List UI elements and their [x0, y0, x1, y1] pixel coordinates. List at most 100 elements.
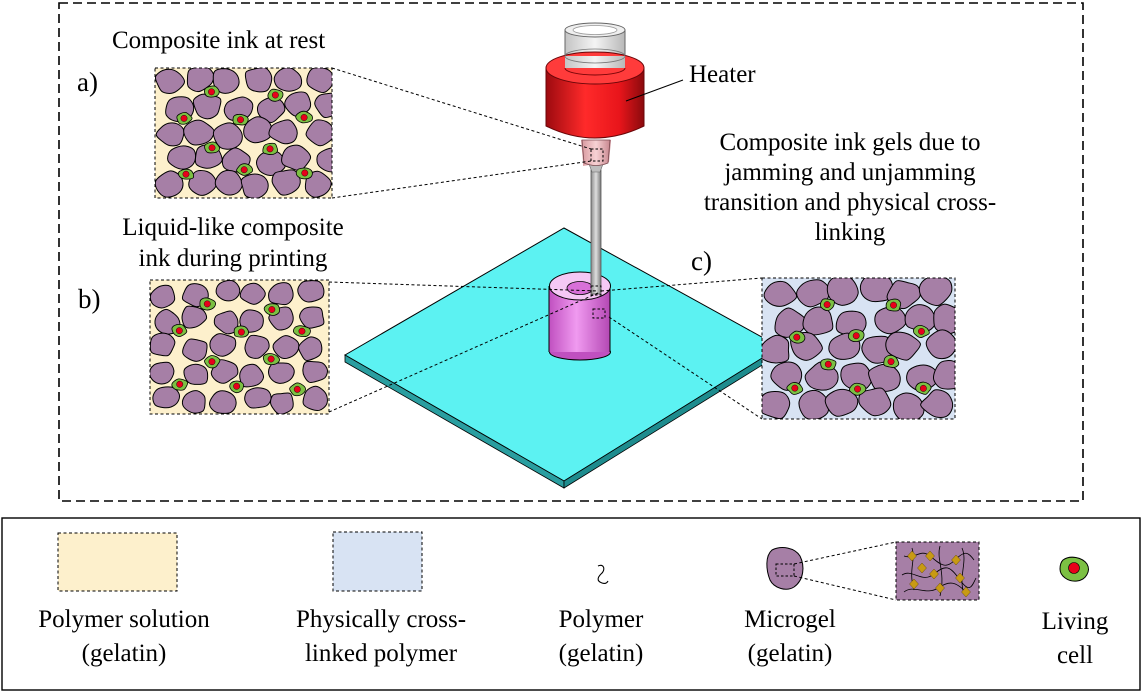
microgel-particle [885, 331, 921, 361]
microgel-particle [918, 278, 953, 307]
microgel-particle [243, 116, 273, 144]
legend-solution-swatch [57, 532, 178, 592]
legend-crosslinked-line1: Physically cross- [295, 606, 467, 633]
panel-b-title: Liquid-like composite ink during printin… [78, 212, 388, 274]
microgel-particle [150, 284, 176, 309]
legend-polymer-label: Polymer (gelatin) [536, 603, 666, 671]
legend-box [1, 517, 1141, 691]
microgel-particle [244, 387, 272, 409]
cell-nucleus [238, 328, 245, 336]
microgel-particle [763, 280, 798, 307]
crosslink-node [955, 572, 965, 584]
panel-a-title: Composite ink at rest [112, 27, 326, 54]
cell-nucleus [919, 384, 927, 392]
legend-polymer-line2: (gelatin) [558, 640, 644, 667]
cell-nucleus [918, 328, 925, 335]
microgel-particle [920, 389, 954, 418]
legend-solution-line1: Polymer solution [38, 606, 210, 633]
microgel-particle [209, 333, 237, 357]
cell-nucleus [823, 301, 831, 308]
microgel-particle [284, 91, 312, 117]
panel-a-letter: a) [77, 67, 98, 97]
panel-b-letter: b) [78, 284, 101, 314]
cell-nucleus [267, 355, 275, 363]
cell-nucleus [233, 382, 241, 390]
microgel-particle [798, 389, 830, 419]
panel-c-title-line4: linking [814, 219, 886, 246]
microgel-particle [239, 309, 264, 333]
cell-nucleus [300, 114, 308, 121]
microgel-particle [297, 280, 325, 303]
cell-nucleus [791, 384, 799, 392]
microgel-particle [239, 282, 266, 305]
panel-c-title-line2: jamming and unjamming [724, 159, 976, 186]
crosslink-node [909, 578, 919, 590]
microgel-particle [302, 360, 328, 383]
cell-nucleus [890, 301, 897, 309]
panel-b-title-line2: ink during printing [138, 245, 328, 272]
microgel-particle [182, 338, 208, 362]
construct-zoom-box [592, 308, 606, 319]
microgel-particle [824, 388, 859, 417]
cell-nucleus [176, 380, 184, 388]
panel-b-title-line1: Liquid-like composite [122, 214, 344, 241]
microgel-icon [766, 541, 980, 601]
microgel-particle [239, 363, 265, 388]
microgel-particle [306, 68, 332, 94]
panel-c-title: Composite ink gels due to jamming and un… [660, 128, 1040, 248]
microgel-particle [304, 170, 332, 198]
cell-nucleus [298, 327, 306, 335]
legend-cell-line1: Living [1041, 608, 1109, 635]
cell-nucleus [293, 385, 301, 393]
panel-a-inset [154, 67, 333, 199]
microgel-particle [314, 92, 332, 119]
microgel-particle [155, 68, 185, 94]
zoom-lines [328, 67, 763, 420]
microgel-particle [271, 169, 301, 196]
cell-nucleus [266, 145, 274, 153]
cell-nucleus [237, 116, 244, 124]
cell-nucleus [268, 306, 276, 313]
crosslink-node [929, 568, 939, 580]
microgel-particle [150, 361, 175, 385]
microgel-particle [859, 278, 894, 303]
cell-nucleus [203, 300, 211, 308]
cell-nucleus [854, 385, 861, 393]
cell-nucleus [852, 332, 860, 340]
microgel-particle [167, 145, 197, 170]
legend-microgel-line2: (gelatin) [747, 640, 833, 667]
cell-nucleus [175, 327, 183, 335]
microgel-particle [223, 96, 254, 122]
microgel-particle [305, 119, 332, 147]
microgel-particle [212, 68, 240, 94]
microgel-particle [302, 385, 328, 411]
microgel-particle [762, 390, 791, 419]
legend-crosslinked-label: Physically cross- linked polymer [263, 603, 499, 671]
microgel-particle [299, 306, 325, 329]
legend-crosslinked-line2: linked polymer [304, 640, 458, 667]
microgel-particle [215, 280, 241, 302]
polymer-strand-icon [597, 564, 609, 584]
legend-microgel-line1: Microgel [744, 606, 836, 633]
legend-polymer-line1: Polymer [558, 606, 644, 633]
cell-nucleus [887, 358, 895, 366]
cell-nucleus [208, 88, 215, 96]
microgel-particle [209, 390, 237, 414]
cell-nucleus [208, 144, 216, 152]
microgel-particle [155, 122, 185, 147]
microgel-particle [826, 278, 859, 306]
panel-c-title-line1: Composite ink gels due to [719, 129, 981, 156]
panel-c-letter: c) [691, 246, 712, 276]
heater-label: Heater [689, 61, 756, 88]
cell-nucleus [271, 91, 279, 99]
crosslink-node [925, 550, 935, 562]
microgel-particle [316, 147, 332, 173]
printhead [545, 22, 684, 295]
crosslink-node [951, 554, 961, 566]
legend-microgel-label: Microgel (gelatin) [720, 603, 860, 671]
legend-solution-line2: (gelatin) [81, 640, 167, 667]
microgel-particle [150, 332, 176, 357]
microgel-particle [188, 170, 217, 196]
